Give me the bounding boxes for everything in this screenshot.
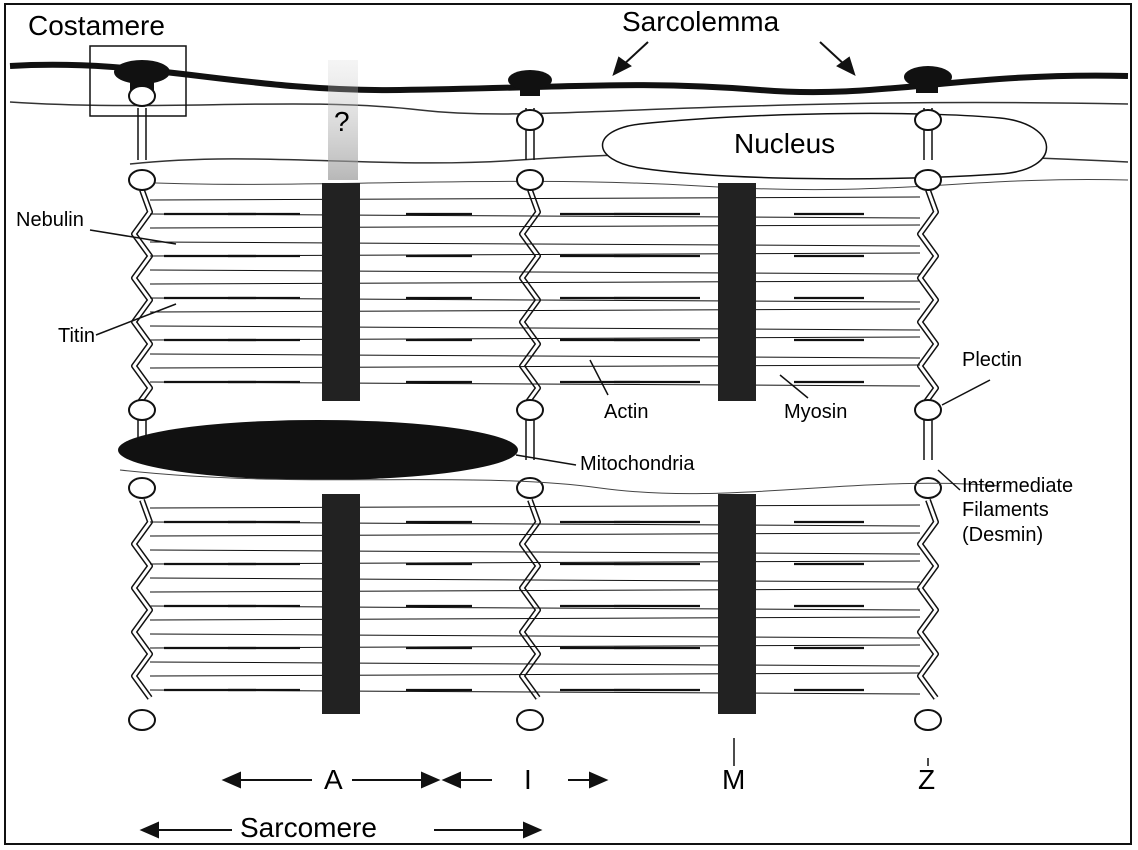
actin-filament bbox=[150, 270, 920, 274]
plectin-node bbox=[517, 710, 543, 730]
actin-filament bbox=[150, 673, 920, 676]
label-sarcomere: Sarcomere bbox=[240, 814, 377, 842]
actin-filament bbox=[150, 225, 920, 228]
plectin-node bbox=[915, 400, 941, 420]
actin-filament bbox=[150, 634, 920, 638]
actin-filament bbox=[150, 309, 920, 312]
label-titin: Titin bbox=[58, 326, 95, 346]
membrane-wave-line-lower bbox=[130, 180, 1128, 190]
label-sarcolemma: Sarcolemma bbox=[622, 8, 779, 36]
label-plectin: Plectin bbox=[962, 350, 1022, 370]
plectin-node bbox=[129, 170, 155, 190]
label-nucleus: Nucleus bbox=[734, 130, 835, 158]
plectin-node bbox=[517, 170, 543, 190]
plectin-node bbox=[915, 170, 941, 190]
actin-filament bbox=[150, 354, 920, 358]
plectin-node bbox=[129, 86, 155, 106]
band-label-m: M bbox=[722, 766, 745, 794]
label-intermediate-filaments: Intermediate Filaments (Desmin) bbox=[962, 474, 1073, 547]
plectin-node bbox=[915, 110, 941, 130]
actin-filament bbox=[150, 533, 920, 536]
plectin-node bbox=[129, 710, 155, 730]
label-myosin: Myosin bbox=[784, 402, 847, 422]
label-question-mark: ? bbox=[334, 108, 350, 136]
plectin-node bbox=[517, 400, 543, 420]
label-actin: Actin bbox=[604, 402, 648, 422]
band-label-z: Z bbox=[918, 766, 935, 794]
label-mitochondria: Mitochondria bbox=[580, 454, 695, 474]
plectin-node bbox=[129, 400, 155, 420]
plectin-node bbox=[915, 710, 941, 730]
band-label-i: I bbox=[524, 766, 532, 794]
actin-filament bbox=[150, 550, 920, 554]
actin-filament bbox=[150, 281, 920, 284]
actin-filament bbox=[150, 365, 920, 368]
label-costamere: Costamere bbox=[28, 12, 165, 40]
band-label-a: A bbox=[324, 766, 343, 794]
plectin-node bbox=[915, 478, 941, 498]
actin-filament bbox=[150, 589, 920, 592]
actin-filament bbox=[150, 578, 920, 582]
plectin-node bbox=[517, 110, 543, 130]
actin-filament bbox=[150, 242, 920, 246]
actin-filament bbox=[150, 326, 920, 330]
sarcolemma-inner-line bbox=[10, 102, 1128, 114]
label-nebulin: Nebulin bbox=[16, 210, 84, 230]
sarcolemma-membrane bbox=[10, 65, 1128, 92]
sarcolemma-arrows bbox=[614, 42, 854, 74]
plectin-node bbox=[129, 478, 155, 498]
mitochondria bbox=[118, 420, 518, 480]
